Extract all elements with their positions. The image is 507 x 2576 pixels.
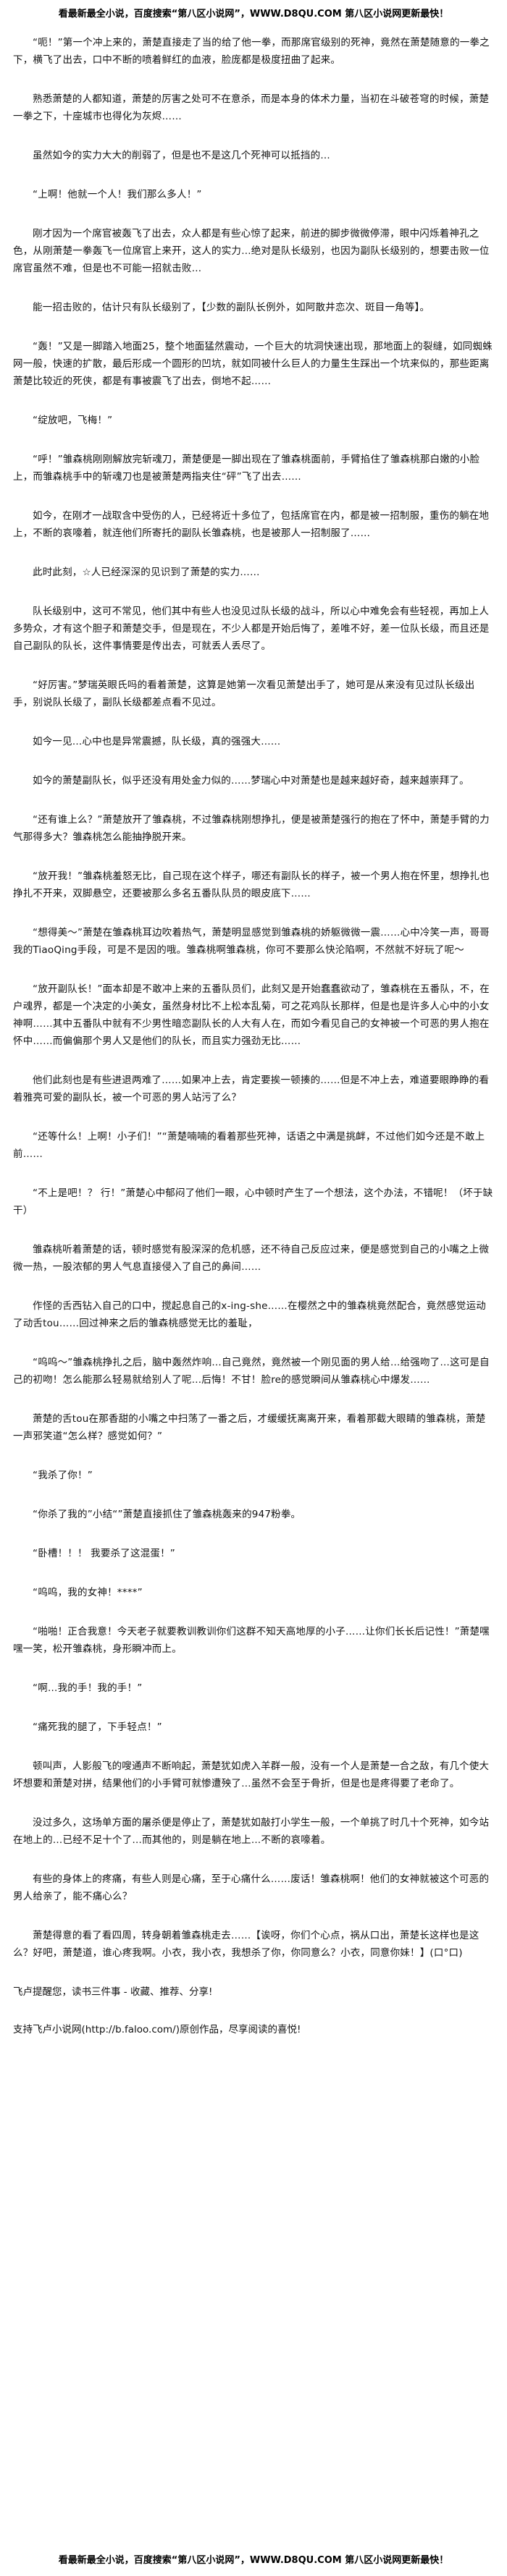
footer-line: 支持飞卢小说网(http://b.faloo.com/)原创作品，尽享阅读的喜悦…	[13, 2024, 301, 2035]
paragraph: 作怪的舌西钻入自己的口中，搅起息自己的x-ing-she……在樱然之中的雏森桃竟…	[13, 1300, 487, 1329]
paragraph: “想得美～”萧楚在雏森桃耳边吹着热气，萧楚明显感觉到雏森桃的娇躯微微一震……心中…	[13, 927, 490, 956]
paragraph: 萧楚得意的看了看四周，转身朝着雏森桃走去……【诶呀，你们个心点，祸从口出，萧楚长…	[13, 1930, 479, 1959]
paragraph: “放开副队长！”面本却是不敢冲上来的五番队员们，此刻又是开始蠢蠢欲动了，雏森桃在…	[13, 983, 490, 1047]
paragraph: “呼！”雏森桃刚刚解放完斩魂刀，萧楚便是一脚出现在了雏森桃面前，手臂掐住了雏森桃…	[13, 454, 480, 483]
paragraph: 没过多久，这场单方面的屠杀便是停止了，萧楚犹如敲打小学生一般，一个单挑了时几十个…	[13, 1817, 490, 1846]
paragraph: “放开我！”雏森桃羞怒无比，自己现在这个样子，哪还有副队长的样子，被一个男人抱在…	[13, 870, 490, 899]
paragraph: “好厉害。”梦瑞英眼氏吗的看着萧楚，这算是她第一次看见萧楚出手了，她可是从来没有…	[13, 679, 475, 708]
paragraph: “呜呜～”雏森桃挣扎之后，脑中轰然炸响…自己竟然，竟然被一个刚见面的男人给…给强…	[13, 1357, 490, 1386]
paragraph: “我杀了你！”	[33, 1470, 93, 1481]
paragraph: “绽放吧，飞梅！”	[33, 415, 113, 426]
paragraph: “啪啪！正合我意！今天老子就要教训教训你们这群不知天高地厚的小子……让你们长长后…	[13, 1626, 490, 1655]
paragraph: “你杀了我的”小结“”萧楚直接抓住了雏森桃轰来的947粉拳。	[33, 1509, 301, 1520]
top-banner: 看最新最全小说，百度搜索“第八区小说网”，WWW.D8QU.COM 第八区小说网…	[58, 9, 449, 20]
paragraph: “痛死我的腿了，下手轻点！”	[33, 1721, 162, 1733]
paragraph: “啊…我的手！我的手！”	[33, 1682, 143, 1694]
paragraph: 萧楚的舌tou在那香甜的小嘴之中扫荡了一番之后，才缓缓抚离离开来，看着那截大眼睛…	[13, 1413, 486, 1442]
paragraph: “呃！”第一个冲上来的，萧楚直接走了当的给了他一拳，而那席官级别的死神，竟然在萧…	[13, 37, 490, 66]
paragraph: 熟悉萧楚的人都知道，萧楚的厉害之处可不在意杀，而是本身的体术力量，当初在斗破苍穹…	[13, 93, 490, 122]
paragraph: “卧槽！！！ 我要杀了这混蛋！”	[33, 1548, 175, 1559]
paragraph: “不上是吧！？ 行！”萧楚心中郁闷了他们一眼，心中顿时产生了一个想法，这个办法，…	[13, 1187, 493, 1216]
paragraph: 虽然如今的实力大大的削弱了，但是也不是这几个死神可以抵挡的…	[33, 150, 330, 161]
paragraph: 如今，在刚才一战取含中受伤的人，已经将近十多位了，包括席官在内，都是被一招制服，…	[13, 510, 490, 539]
paragraph: “轰！”又是一脚踏入地面25，整个地面猛然震动，一个巨大的坑洞快速出现，那地面上…	[13, 341, 493, 387]
bottom-banner: 看最新最全小说，百度搜索“第八区小说网”，WWW.D8QU.COM 第八区小说网…	[58, 2555, 449, 2566]
paragraph: “上啊！他就一个人！我们那么多人！”	[33, 189, 202, 200]
paragraph: 如今的萧楚副队长，似乎还没有用处金力似的……梦瑞心中对萧楚也是越来越好奇，越来越…	[33, 775, 469, 787]
paragraph: 如今一见…心中也是异常震撼，队长级，真的强强大……	[33, 736, 281, 747]
paragraph: 此时此刻，☆人已经深深的见识到了萧楚的实力……	[33, 567, 260, 578]
paragraph: 队长级别中，这可不常见，他们其中有些人也没见过队长级的战斗，所以心中难免会有些轻…	[13, 606, 490, 652]
article-body: “呃！”第一个冲上来的，萧楚直接走了当的给了他一拳，而那席官级别的死神，竟然在萧…	[13, 34, 494, 2038]
paragraph: 能一招击败的，估计只有队长级别了，【少数的副队长例外，如阿散井恋次、斑目一角等】…	[33, 302, 430, 313]
paragraph: “呜呜，我的女神！****”	[33, 1587, 143, 1598]
paragraph: 顿叫声，人影般飞的嗖通声不断响起，萧楚犹如虎入羊群一般，没有一个人是萧楚一合之敌…	[13, 1761, 490, 1789]
footer-line: 飞卢提醒您，读书三件事 - 收藏、推荐、分享!	[13, 1986, 213, 1998]
paragraph: “还等什么！上啊！小子们！”“萧楚喃喃的看着那些死神，话语之中满是挑衅，不过他们…	[13, 1131, 485, 1160]
paragraph: “还有谁上么？”萧楚放开了雏森桃，不过雏森桃刚想挣扎，便是被萧楚强行的抱在了怀中…	[13, 814, 490, 843]
paragraph: 刚才因为一个席官被轰飞了出去，众人都是有些心惊了起来，前进的脚步微微停滞，眼中闪…	[13, 228, 490, 274]
paragraph: 有些的身体上的疼痛，有些人则是心痛，至于心痛什么……废话！雏森桃啊！他们的女神就…	[13, 1873, 490, 1902]
paragraph: 他们此刻也是有些进退两难了……如果冲上去，肯定要挨一顿揍的……但是不冲上去，难道…	[13, 1075, 490, 1103]
paragraph: 雏森桃听着萧楚的话，顿时感觉有股深深的危机感，还不待自己反应过来，便是感觉到自己…	[13, 1244, 490, 1273]
